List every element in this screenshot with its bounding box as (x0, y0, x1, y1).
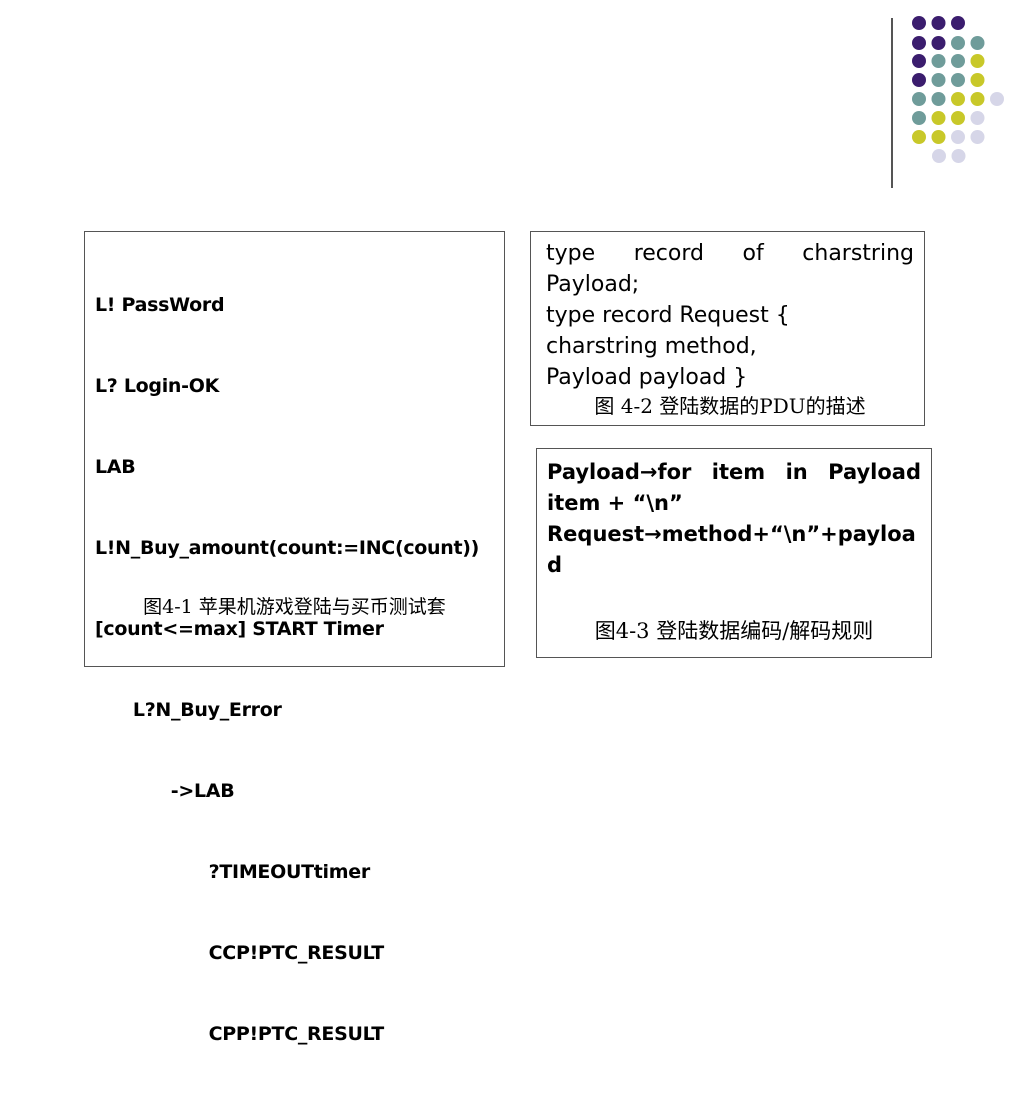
decorative-dot (951, 149, 966, 163)
decorative-dot (970, 73, 985, 87)
test-suite-box: L! PassWord L? Login-OK LAB L!N_Buy_amou… (84, 231, 505, 1045)
code-line: CPP!PTC_RESULT (95, 1023, 385, 1045)
pdu-line: type record of charstring (546, 241, 914, 266)
code-line: ->LAB (95, 780, 235, 802)
code-line: L? Login-OK (95, 375, 220, 397)
decorative-dot (951, 73, 965, 87)
pdu-line: charstring method, (546, 334, 757, 359)
decorative-dot (931, 36, 946, 50)
pdu-description-box: type record of charstring Payload; type … (530, 231, 925, 426)
decorative-dot (951, 111, 965, 125)
decorative-dot (912, 16, 926, 30)
rule-line: d (547, 553, 563, 577)
test-suite-code: L! PassWord L? Login-OK LAB L!N_Buy_amou… (95, 238, 504, 1102)
decorative-dot (970, 36, 985, 50)
rule-line: Request→method+“\n”+payloa (547, 522, 916, 546)
code-line: CCP!PTC_RESULT (95, 942, 385, 964)
pdu-line: Payload; (546, 272, 640, 297)
figure-caption-4-3: 图4-3 登陆数据编码/解码规则 (594, 619, 874, 643)
rule-line: Payload→for item in Payload (547, 460, 921, 484)
decorative-dot (931, 92, 946, 106)
code-line: L!N_Buy_amount(count:=INC(count)) (95, 537, 480, 559)
decorative-dot (931, 111, 946, 125)
decorative-vertical-line (891, 18, 893, 188)
decorative-dot (912, 54, 926, 68)
decorative-dot (951, 36, 965, 50)
decorative-dot (951, 54, 965, 68)
code-line: ?TIMEOUTtimer (95, 861, 371, 883)
decorative-dot (931, 130, 946, 144)
decorative-dot (951, 130, 965, 144)
figure-caption-4-1: 图4-1 苹果机游戏登陆与买币测试套 (143, 596, 446, 618)
decorative-dot (970, 92, 985, 106)
decorative-dot (990, 92, 1004, 106)
rule-line: item + “\n” (547, 491, 683, 515)
code-line: L! PassWord (95, 294, 225, 316)
code-line: [count<=max] START Timer (95, 618, 384, 640)
code-line: LAB (95, 456, 136, 478)
decorative-dot (970, 111, 985, 125)
decorative-dot (912, 73, 926, 87)
decorative-dot (912, 130, 926, 144)
decorative-dot (970, 54, 985, 68)
decorative-dot-grid (912, 16, 1004, 163)
decorative-dot (912, 92, 926, 106)
decorative-dot (912, 36, 926, 50)
decorative-dot (951, 16, 965, 30)
code-line: L?N_Buy_Error (95, 699, 282, 721)
decorative-dot (970, 130, 985, 144)
figure-caption-4-2: 图 4-2 登陆数据的PDU的描述 (594, 394, 866, 418)
decorative-dot (951, 92, 965, 106)
decorative-dot (931, 16, 946, 30)
decorative-dot (912, 111, 926, 125)
decorative-dot (932, 149, 946, 163)
decorative-dot (931, 73, 946, 87)
pdu-line: Payload payload } (546, 365, 748, 390)
decorative-dot (931, 54, 946, 68)
pdu-line: type record Request { (546, 303, 790, 328)
encoding-rules-box: Payload→for item in Payload item + “\n” … (536, 448, 932, 658)
